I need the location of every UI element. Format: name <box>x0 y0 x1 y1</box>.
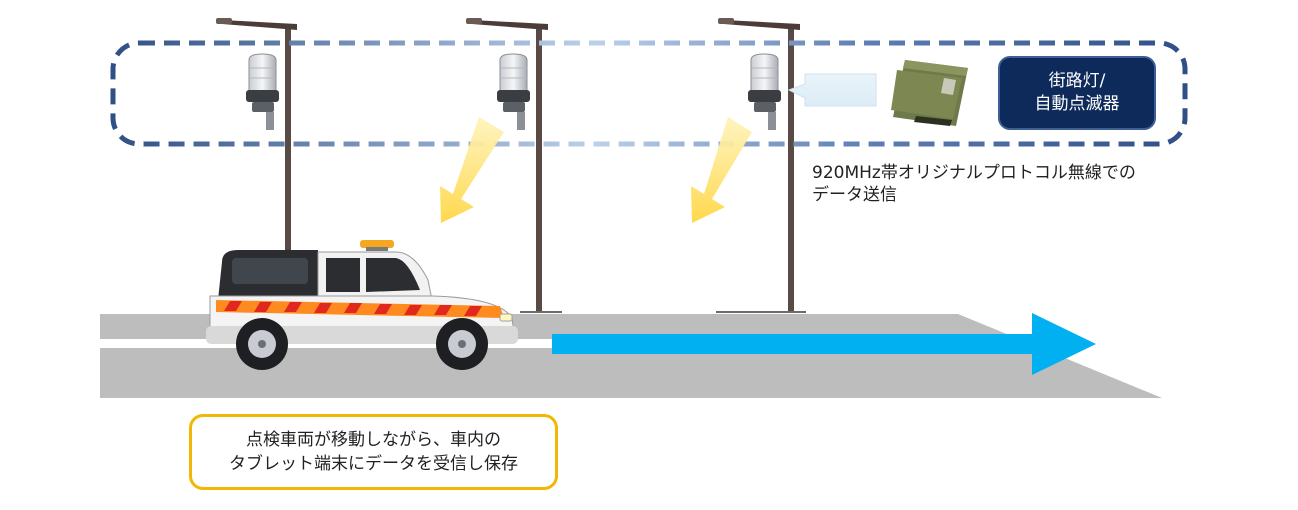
lamp-label-line1: 街路灯/ <box>1048 71 1106 91</box>
signal-arrow-1 <box>440 117 504 223</box>
vehicle-note-box: 点検車両が移動しながら、車内の タブレット端末にデータを受信し保存 <box>189 414 558 490</box>
lamp-label-line2: 自動点滅器 <box>1034 94 1120 114</box>
vehicle-note-line1: 点検車両が移動しながら、車内の <box>246 430 501 450</box>
lamp-label-box: 街路灯/ 自動点滅器 <box>998 56 1156 130</box>
wireless-caption-line1: 920MHz帯オリジナルプロトコル無線での <box>812 163 1136 183</box>
street-light-pole-3 <box>716 18 806 313</box>
signal-arrow-2 <box>691 117 752 223</box>
lamp-group-frame <box>110 40 1188 147</box>
vehicle-note-line2: タブレット端末にデータを受信し保存 <box>229 454 518 474</box>
callout-box <box>787 73 877 107</box>
wireless-caption-line2: データ送信 <box>812 185 897 205</box>
auto-blinker-icon-2 <box>497 53 530 130</box>
inspection-vehicle-icon <box>206 240 518 370</box>
street-light-pole-2 <box>466 18 562 313</box>
auto-blinker-icon-1 <box>246 53 279 130</box>
wireless-caption: 920MHz帯オリジナルプロトコル無線での データ送信 <box>812 162 1272 206</box>
direction-arrow <box>552 313 1096 375</box>
auto-blinker-icon-3 <box>748 53 781 130</box>
wireless-module-icon <box>891 60 968 126</box>
